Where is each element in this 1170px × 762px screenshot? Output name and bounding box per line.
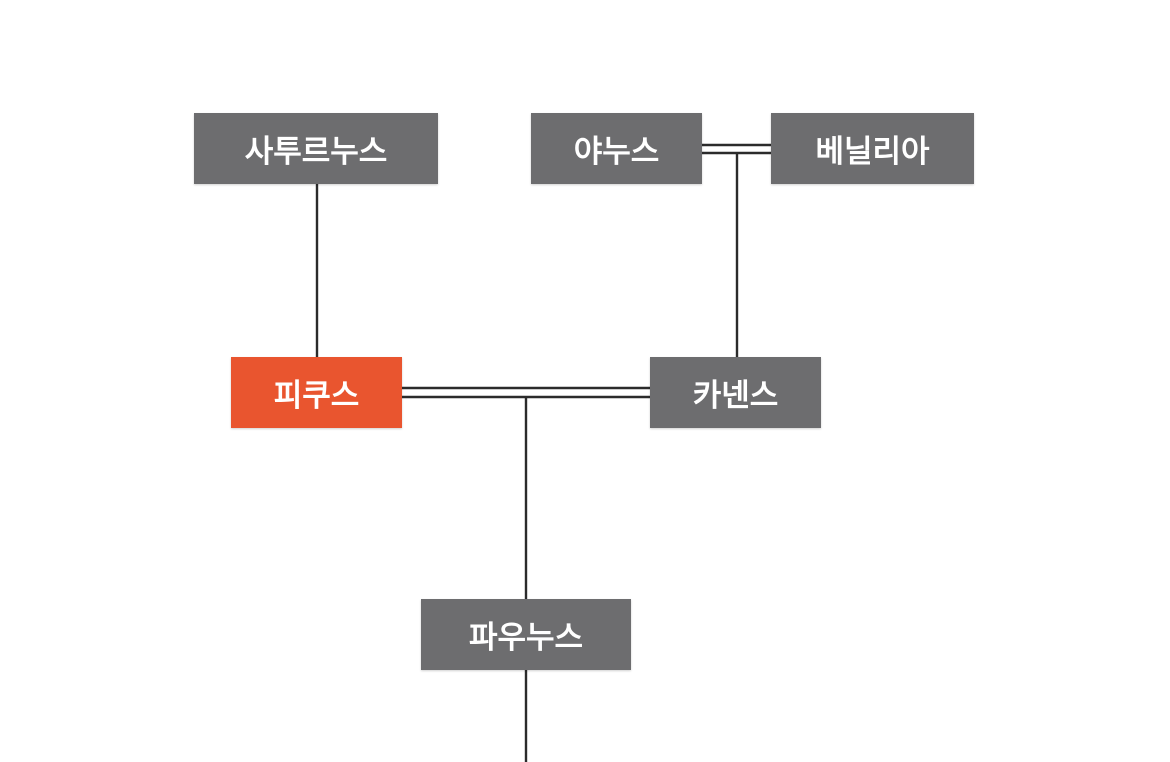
node-venilia: 베닐리아: [771, 113, 974, 184]
node-faunus: 파우누스: [421, 599, 631, 670]
node-picus: 피쿠스: [231, 357, 402, 428]
node-saturnus: 사투르누스: [194, 113, 438, 184]
node-canens: 카넨스: [650, 357, 821, 428]
node-janus: 야누스: [531, 113, 702, 184]
